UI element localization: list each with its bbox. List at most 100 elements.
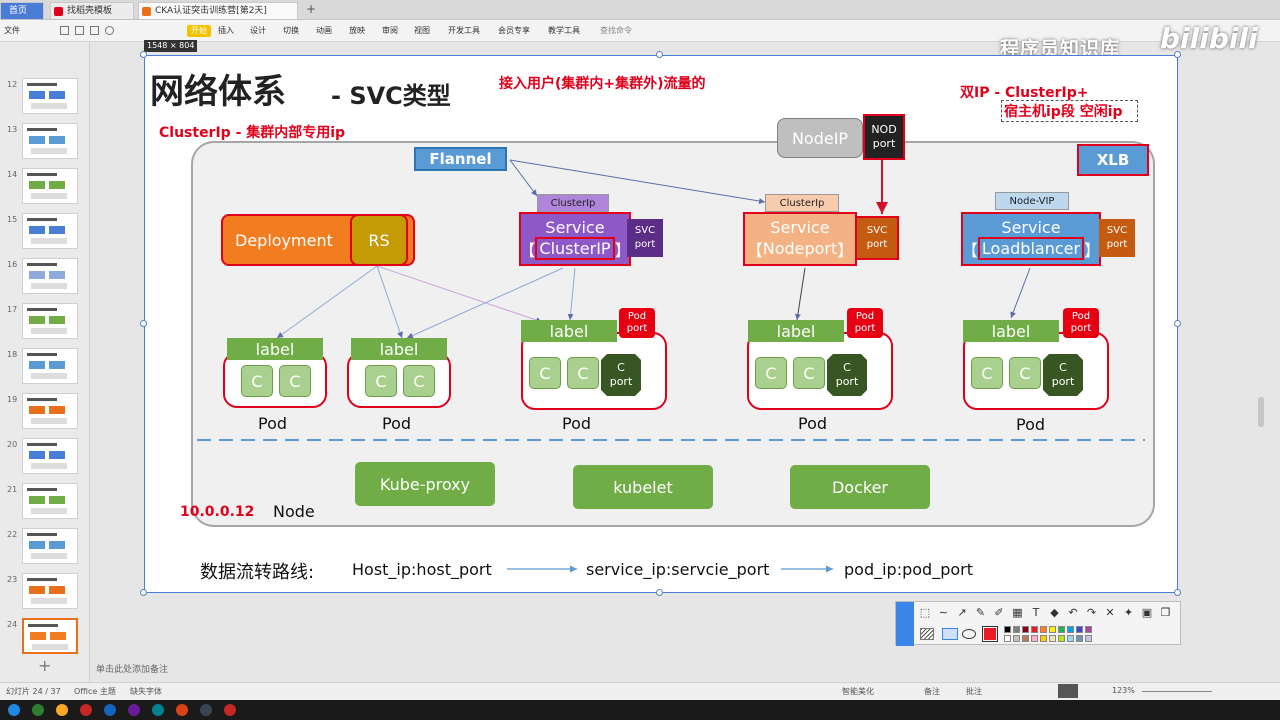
resize-handle-t[interactable] <box>656 51 663 58</box>
start-icon[interactable] <box>8 704 20 716</box>
palette-swatch[interactable] <box>1076 635 1083 642</box>
menu-devtools[interactable]: 开发工具 <box>448 26 480 35</box>
slide-thumbnail[interactable]: 18 <box>0 348 90 388</box>
resize-handle-bl[interactable] <box>140 589 147 596</box>
palette-swatch[interactable] <box>1049 635 1056 642</box>
menu-design[interactable]: 设计 <box>250 26 266 35</box>
save-icon[interactable] <box>60 26 69 35</box>
app-icon[interactable] <box>32 704 44 716</box>
palette-swatch[interactable] <box>1085 626 1092 633</box>
palette-swatch[interactable] <box>1031 626 1038 633</box>
new-tab-button[interactable]: + <box>306 2 317 16</box>
close-icon[interactable]: ✕ <box>1105 606 1115 619</box>
slide-thumbnail[interactable]: 22 <box>0 528 90 568</box>
add-slide-button[interactable]: + <box>38 656 52 675</box>
palette-swatch[interactable] <box>1004 626 1011 633</box>
slide-thumbnail[interactable]: 15 <box>0 213 90 253</box>
slideshow-button[interactable] <box>1058 684 1078 698</box>
host-ip-note[interactable]: 宿主机ip段 空闲ip <box>1001 100 1138 122</box>
resize-handle-l[interactable] <box>140 320 147 327</box>
menu-insert[interactable]: 插入 <box>218 26 234 35</box>
slide-thumbnail[interactable]: 13 <box>0 123 90 163</box>
notes-hint[interactable]: 单击此处添加备注 <box>96 665 169 675</box>
pen-icon[interactable]: ✎ <box>975 606 986 619</box>
menu-transition[interactable]: 切换 <box>283 26 299 35</box>
palette-swatch[interactable] <box>1058 635 1065 642</box>
app-icon[interactable] <box>200 704 212 716</box>
menu-animation[interactable]: 动画 <box>316 26 332 35</box>
save-icon[interactable]: ▣ <box>1141 606 1153 619</box>
preview-icon[interactable] <box>90 26 99 35</box>
palette-swatch[interactable] <box>1067 635 1074 642</box>
palette-swatch[interactable] <box>1031 635 1038 642</box>
resize-handle-br[interactable] <box>1174 589 1181 596</box>
app-icon[interactable] <box>176 704 188 716</box>
pin-icon[interactable]: ✦ <box>1123 606 1134 619</box>
print-icon[interactable] <box>75 26 84 35</box>
menu-slideshow[interactable]: 放映 <box>349 26 365 35</box>
slide-thumbnail[interactable]: 14 <box>0 168 90 208</box>
slide-thumbnail[interactable]: 20 <box>0 438 90 478</box>
undo-icon[interactable] <box>105 26 114 35</box>
fill-pattern-icon[interactable] <box>920 628 934 640</box>
app-icon[interactable] <box>152 704 164 716</box>
palette-swatch[interactable] <box>1022 635 1029 642</box>
app-icon[interactable] <box>128 704 140 716</box>
folder-icon[interactable] <box>56 704 68 716</box>
redo-icon[interactable]: ↷ <box>1086 606 1097 619</box>
palette-swatch[interactable] <box>1013 626 1020 633</box>
tab-template[interactable]: 找稻壳模板 <box>50 2 134 19</box>
rectangle-shape-icon[interactable] <box>942 628 958 640</box>
slide-thumbnail[interactable]: 21 <box>0 483 90 523</box>
slide-thumbnail[interactable]: 16 <box>0 258 90 298</box>
resize-handle-b[interactable] <box>656 589 663 596</box>
undo-icon[interactable]: ↶ <box>1068 606 1078 619</box>
palette-swatch[interactable] <box>1022 626 1029 633</box>
slide-thumbnail[interactable]: 23 <box>0 573 90 613</box>
palette-swatch[interactable] <box>1049 626 1056 633</box>
menu-file[interactable]: 文件 <box>4 26 20 35</box>
missing-font[interactable]: 缺失字体 <box>130 687 162 696</box>
browser-icon[interactable] <box>104 704 116 716</box>
vertical-scrollbar-thumb[interactable] <box>1258 397 1264 427</box>
palette-swatch[interactable] <box>1004 635 1011 642</box>
palette-swatch[interactable] <box>1058 626 1065 633</box>
resize-handle-tl[interactable] <box>140 51 147 58</box>
resize-handle-r[interactable] <box>1174 320 1181 327</box>
palette-swatch[interactable] <box>1040 635 1047 642</box>
menu-review[interactable]: 审阅 <box>382 26 398 35</box>
menu-view[interactable]: 视图 <box>414 26 430 35</box>
palette-swatch[interactable] <box>1040 626 1047 633</box>
palette-swatch[interactable] <box>1076 626 1083 633</box>
slide-canvas[interactable]: 网络体系 - SVC类型 接入用户(集群内+集群外)流量的 ClusterIp … <box>144 55 1178 593</box>
app-icon[interactable] <box>80 704 92 716</box>
ellipse-shape-icon[interactable] <box>962 629 976 639</box>
highlighter-icon[interactable]: ✐ <box>994 606 1004 619</box>
copy-icon[interactable]: ❐ <box>1160 606 1171 619</box>
tab-document[interactable]: CKA认证突击训练营[第2天] <box>138 2 298 19</box>
palette-swatch[interactable] <box>1013 635 1020 642</box>
tab-home[interactable]: 首页 <box>0 2 44 19</box>
resize-handle-tr[interactable] <box>1174 51 1181 58</box>
slide-thumbnail[interactable]: 24 <box>0 618 90 658</box>
menu-member[interactable]: 会员专享 <box>498 26 530 35</box>
slide-thumbnail[interactable]: 17 <box>0 303 90 343</box>
arrow-icon[interactable]: ↗ <box>957 606 967 619</box>
smart-beautify-button[interactable]: 智能美化 <box>842 687 874 696</box>
line-icon[interactable]: ∼ <box>938 606 949 619</box>
mosaic-icon[interactable]: ▦ <box>1012 606 1023 619</box>
menu-start[interactable]: 开始 <box>187 25 211 37</box>
command-search[interactable]: 查找命令 <box>600 26 632 35</box>
palette-swatch[interactable] <box>1067 626 1074 633</box>
pointer-icon[interactable]: ⬚ <box>919 606 931 619</box>
wps-icon[interactable] <box>224 704 236 716</box>
notes-toggle[interactable]: 备注 <box>924 687 940 696</box>
palette-swatch[interactable] <box>1085 635 1092 642</box>
menu-teaching[interactable]: 教学工具 <box>548 26 580 35</box>
eraser-icon[interactable]: ◆ <box>1050 606 1059 619</box>
slide-thumbnail[interactable]: 12 <box>0 78 90 118</box>
active-color-swatch[interactable] <box>982 626 998 642</box>
text-icon[interactable]: T <box>1032 606 1040 619</box>
zoom-slider[interactable] <box>1142 691 1212 692</box>
comments-toggle[interactable]: 批注 <box>966 687 982 696</box>
